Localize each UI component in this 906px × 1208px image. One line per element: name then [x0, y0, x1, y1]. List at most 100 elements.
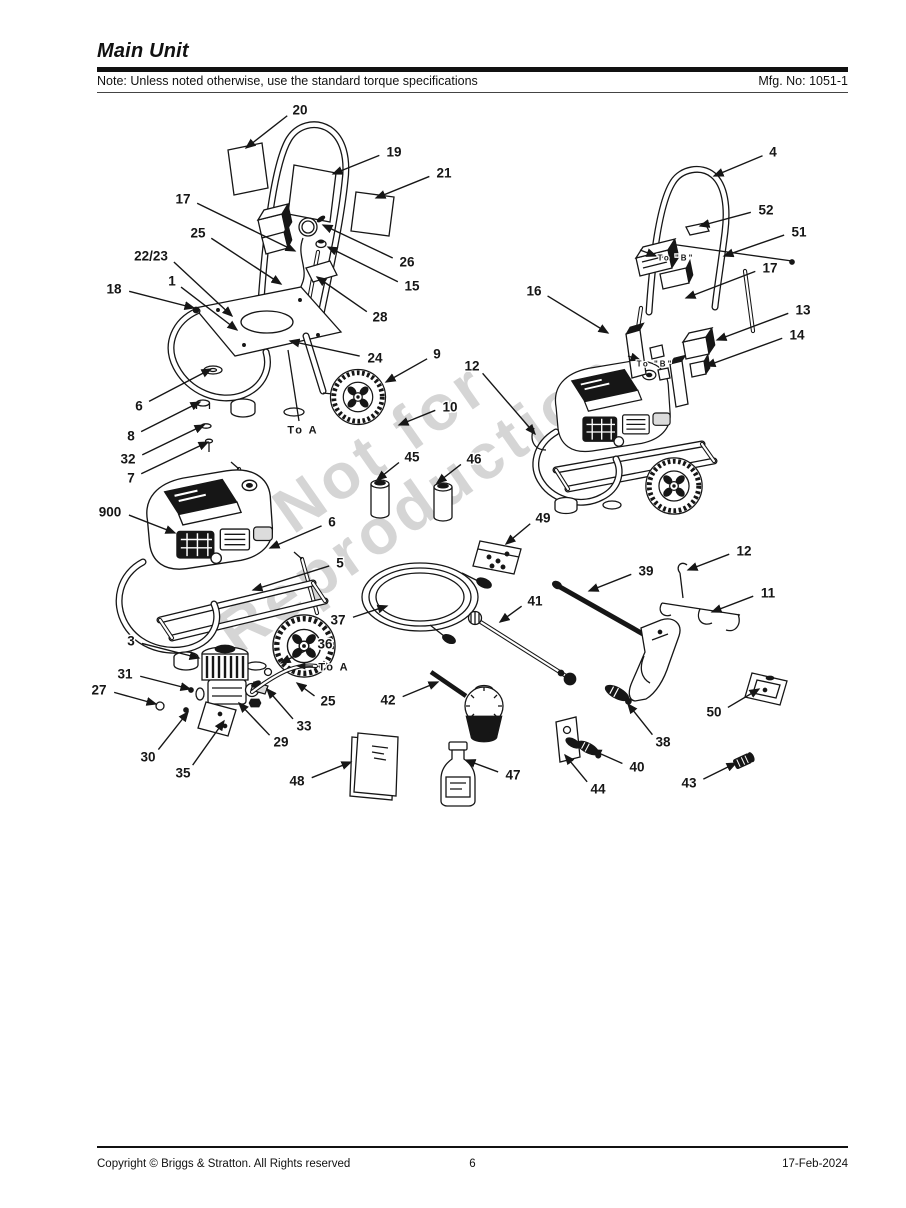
callout-17: 17	[762, 261, 777, 276]
leader-line-42	[402, 681, 440, 698]
callout-30: 30	[140, 750, 155, 765]
copyright-text: Copyright © Briggs & Stratton. All Right…	[97, 1158, 351, 1170]
leader-line-30	[157, 710, 189, 750]
callout-12: 12	[736, 544, 751, 559]
callout-42: 42	[380, 693, 395, 708]
leader-line-900	[128, 514, 177, 534]
callout-37: 37	[330, 613, 345, 628]
callout-12: 12	[464, 359, 479, 374]
wheel	[646, 458, 702, 514]
callout-45: 45	[404, 450, 420, 465]
leader-line-12	[482, 372, 536, 436]
callout-20: 20	[292, 103, 307, 118]
leader-line-47	[464, 759, 499, 773]
callout-18: 18	[106, 282, 122, 297]
revision-date: 17-Feb-2024	[782, 1158, 848, 1170]
callout-39: 39	[638, 564, 653, 579]
callout-41: 41	[527, 594, 543, 609]
decal-plate-20	[227, 142, 269, 196]
engine	[554, 359, 672, 453]
leader-line-43	[703, 762, 738, 780]
spray-gun	[551, 580, 681, 702]
callout-52: 52	[758, 203, 773, 218]
leader-line-10	[397, 409, 436, 426]
reference-label-2: To "B"	[658, 254, 695, 263]
callout-10: 10	[442, 400, 457, 415]
footer-rule	[97, 1146, 848, 1148]
header-rule-thick	[97, 67, 848, 72]
callout-900: 900	[99, 505, 122, 520]
callout-27: 27	[91, 683, 106, 698]
cart-frame-assembly-a	[167, 121, 395, 452]
nozzle-holder	[555, 716, 581, 763]
callout-8: 8	[127, 429, 135, 444]
callout-33: 33	[296, 719, 312, 734]
callout-7: 7	[127, 471, 135, 486]
callout-29: 29	[273, 735, 288, 750]
leader-line-14	[704, 337, 783, 367]
callout-22/23: 22/23	[134, 249, 168, 264]
callout-25: 25	[320, 694, 336, 709]
leader-line-37	[352, 604, 389, 618]
leader-line-24	[288, 338, 360, 357]
nozzle-kit	[744, 672, 788, 706]
callout-13: 13	[795, 303, 811, 318]
leader-line-11	[710, 595, 754, 613]
torque-note: Note: Unless noted otherwise, use the st…	[97, 74, 478, 88]
leader-line-17	[196, 202, 297, 252]
callout-9: 9	[433, 347, 441, 362]
callout-1: 1	[168, 274, 176, 289]
callout-43: 43	[681, 776, 697, 791]
leader-line-5	[251, 565, 330, 592]
leader-line-7	[140, 441, 210, 475]
leader-line-31	[140, 675, 192, 692]
callout-21: 21	[436, 166, 452, 181]
callout-49: 49	[535, 511, 550, 526]
leader-line-13	[715, 312, 789, 341]
accessory-parts	[349, 479, 788, 807]
leader-line-36	[279, 647, 311, 664]
leader-line-33	[266, 687, 294, 720]
hose-coil	[361, 562, 492, 645]
oil-bottle	[440, 741, 476, 807]
reference-label-0: To A	[287, 425, 318, 437]
leader-line-41	[498, 605, 523, 623]
callout-16: 16	[526, 284, 542, 299]
callout-35: 35	[175, 766, 191, 781]
leader-line-6	[268, 525, 322, 549]
manual-book	[349, 732, 399, 801]
callout-5: 5	[336, 556, 344, 571]
callout-17: 17	[175, 192, 190, 207]
leader-line-21	[374, 175, 430, 199]
callout-6: 6	[328, 515, 336, 530]
callout-15: 15	[404, 279, 420, 294]
cap-43	[733, 752, 755, 770]
leader-line-32	[141, 424, 206, 456]
engine	[145, 468, 274, 571]
leader-line-18	[129, 290, 196, 310]
leader-line-8	[140, 401, 202, 433]
handle-knob-14	[689, 360, 707, 378]
soap-applicator	[429, 670, 504, 743]
leader-line-1	[180, 286, 239, 331]
cart-engine-pump-assembly-c	[115, 461, 335, 737]
page-number: 6	[469, 1158, 476, 1170]
leader-line-25	[295, 682, 315, 697]
callout-3: 3	[127, 634, 135, 649]
callout-25: 25	[190, 226, 206, 241]
leader-line-19	[331, 154, 380, 175]
lance-extension	[467, 610, 577, 686]
reference-label-3: To "B"	[637, 360, 674, 369]
leader-line-45	[375, 461, 400, 481]
leader-line-27	[113, 691, 158, 706]
nozzle-38	[604, 684, 632, 705]
leader-line-26	[321, 224, 394, 259]
panel-bracket	[305, 260, 338, 283]
decal-plate-21	[350, 191, 395, 237]
callout-47: 47	[505, 768, 520, 783]
callout-24: 24	[367, 351, 383, 366]
leader-line-25	[210, 237, 283, 285]
hanger-bracket	[659, 562, 741, 632]
